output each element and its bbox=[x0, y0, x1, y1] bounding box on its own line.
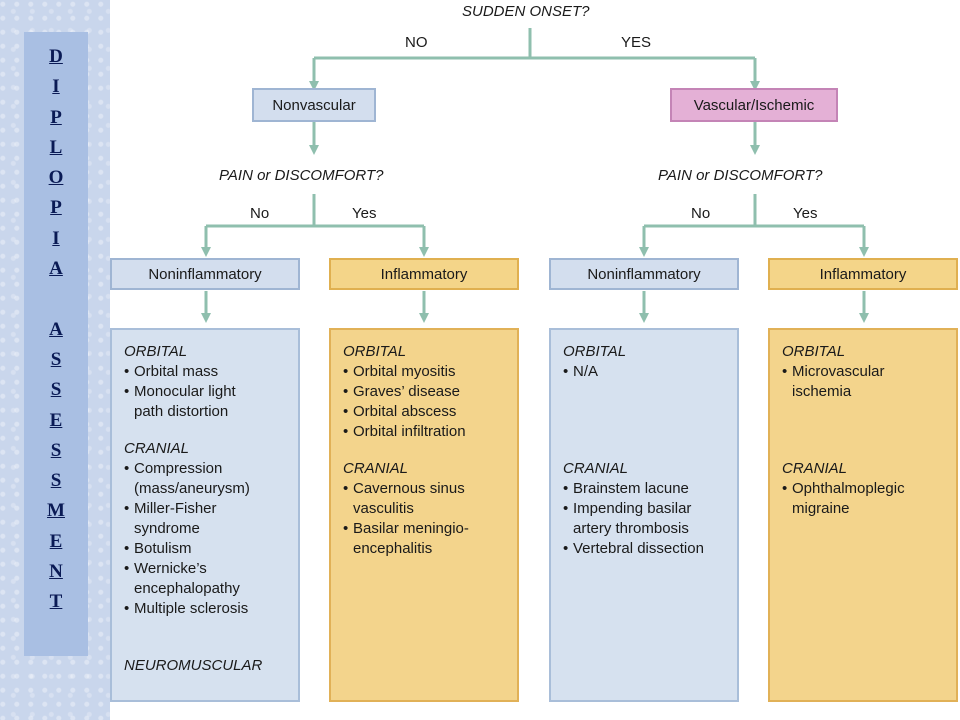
list-item: Graves’ disease bbox=[343, 382, 507, 402]
list-item: Orbital abscess bbox=[343, 402, 507, 422]
list-item: Vertebral dissection bbox=[563, 539, 727, 559]
detail-column-2: ORBITAL Orbital myositis Graves’ disease… bbox=[329, 328, 519, 702]
section-heading: CRANIAL bbox=[343, 460, 409, 477]
noninflammatory-box-left: Noninflammatory bbox=[110, 258, 300, 290]
root-no-label: NO bbox=[405, 34, 428, 51]
list-item: Ophthalmoplegic migraine bbox=[782, 479, 946, 519]
list-item: Wernicke’s encephalopathy bbox=[124, 559, 288, 599]
detail-column-1: ORBITAL Orbital mass Monocular light pat… bbox=[110, 328, 300, 702]
sidebar-title: D I P L O P I A A S S E S S M E N T bbox=[47, 46, 65, 613]
right-no-label: No bbox=[691, 205, 711, 222]
list-item: Miller-Fisher syndrome bbox=[124, 499, 288, 539]
section-heading: NEUROMUSCULAR bbox=[124, 657, 263, 674]
list-item: Monocular light path distortion bbox=[124, 382, 288, 422]
left-pain-question: PAIN or DISCOMFORT? bbox=[219, 167, 384, 184]
list-item: Microvascular ischemia bbox=[782, 362, 946, 402]
left-no-label: No bbox=[250, 205, 270, 222]
inflammatory-box-left: Inflammatory bbox=[329, 258, 519, 290]
sidebar-title-panel: D I P L O P I A A S S E S S M E N T bbox=[24, 32, 88, 656]
list-item: Basilar meningio- encephalitis bbox=[343, 519, 507, 559]
section-heading: ORBITAL bbox=[343, 343, 407, 360]
list-item: Orbital mass bbox=[124, 362, 288, 382]
inflammatory-box-right: Inflammatory bbox=[768, 258, 958, 290]
list-item: Impending basilar artery thrombosis bbox=[563, 499, 727, 539]
section-heading: CRANIAL bbox=[563, 460, 629, 477]
list-item: N/A bbox=[563, 362, 727, 382]
left-yes-label: Yes bbox=[352, 205, 377, 222]
list-item: Brainstem lacune bbox=[563, 479, 727, 499]
noninflammatory-box-right: Noninflammatory bbox=[549, 258, 739, 290]
list-item: Orbital infiltration bbox=[343, 422, 507, 442]
vascular-ischemic-box: Vascular/Ischemic bbox=[670, 88, 838, 122]
detail-column-3: ORBITAL N/A CRANIAL Brainstem lacune Imp… bbox=[549, 328, 739, 702]
root-question: SUDDEN ONSET? bbox=[462, 3, 590, 20]
section-heading: ORBITAL bbox=[563, 343, 627, 360]
list-item: Botulism bbox=[124, 539, 288, 559]
section-heading: ORBITAL bbox=[124, 343, 188, 360]
list-item: Orbital myositis bbox=[343, 362, 507, 382]
right-pain-question: PAIN or DISCOMFORT? bbox=[658, 167, 823, 184]
detail-column-4: ORBITAL Microvascular ischemia CRANIAL O… bbox=[768, 328, 958, 702]
list-item: Multiple sclerosis bbox=[124, 599, 288, 619]
section-heading: CRANIAL bbox=[782, 460, 848, 477]
list-item: Compression (mass/aneurysm) bbox=[124, 459, 288, 499]
section-heading: ORBITAL bbox=[782, 343, 846, 360]
section-heading: CRANIAL bbox=[124, 440, 190, 457]
right-yes-label: Yes bbox=[793, 205, 818, 222]
root-yes-label: YES bbox=[621, 34, 652, 51]
list-item: Cavernous sinus vasculitis bbox=[343, 479, 507, 519]
nonvascular-box: Nonvascular bbox=[252, 88, 376, 122]
